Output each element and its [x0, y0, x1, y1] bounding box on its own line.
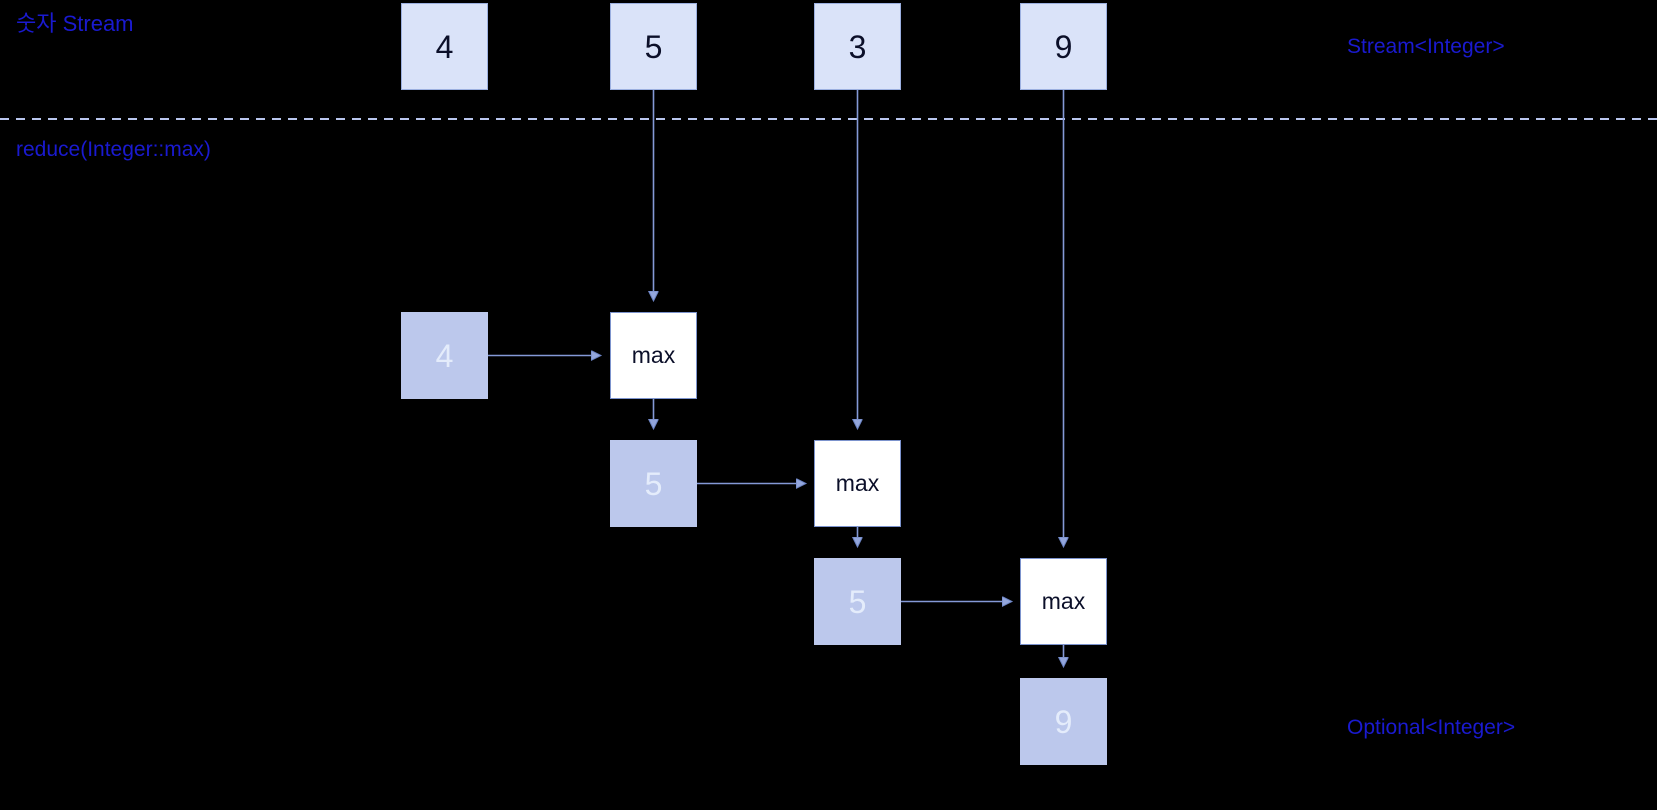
stream-input-node: 3 — [814, 3, 901, 90]
type-label-stream: Stream<Integer> — [1347, 35, 1505, 58]
stream-input-node: 5 — [610, 3, 697, 90]
stream-input-node: 4 — [401, 3, 488, 90]
operation-node-max: max — [610, 312, 697, 399]
accumulator-seed-node: 4 — [401, 312, 488, 399]
result-node: 9 — [1020, 678, 1107, 765]
type-label-optional: Optional<Integer> — [1347, 716, 1516, 739]
accumulator-node: 5 — [610, 440, 697, 527]
accumulator-node: 5 — [814, 558, 901, 645]
stream-input-node: 9 — [1020, 3, 1107, 90]
operation-node-max: max — [814, 440, 901, 527]
diagram-title: 숫자 Stream — [16, 11, 134, 36]
operation-node-max: max — [1020, 558, 1107, 645]
operation-label: reduce(Integer::max) — [16, 138, 211, 161]
